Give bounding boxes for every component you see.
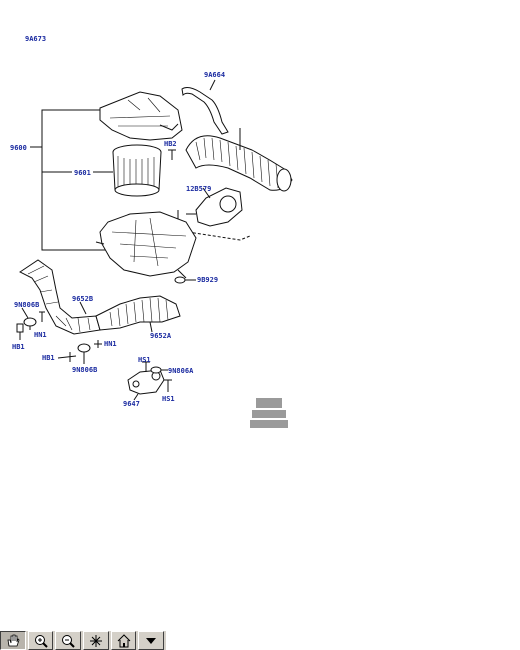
- nut-hn1-a: [39, 311, 45, 322]
- zoom-in-button[interactable]: [27, 631, 54, 650]
- zoom-in-icon: [34, 634, 48, 648]
- exploded-parts-diagram: 9A673: [10, 35, 293, 428]
- label-hn1-a: HN1: [34, 331, 47, 339]
- fit-view-button[interactable]: [83, 631, 109, 650]
- grommet-9n806a: [150, 366, 168, 374]
- grommet-9n806b-top: [21, 307, 37, 330]
- gray-block: [250, 398, 288, 428]
- filter-element-9601: [93, 144, 162, 197]
- label-9652a: 9652A: [150, 332, 172, 340]
- label-9601: 9601: [74, 169, 91, 177]
- label-9a664: 9A664: [204, 71, 225, 79]
- grommet-9n806b-bot: [77, 343, 91, 364]
- nut-hn1-b: [94, 340, 102, 348]
- label-9n806b-bot: 9N806B: [72, 366, 97, 374]
- zoom-out-button[interactable]: [55, 631, 82, 650]
- bracket-9600: [30, 109, 110, 251]
- resonator-12b579: [177, 187, 251, 241]
- bolt-hb1-top: [16, 323, 24, 340]
- label-hs1-bot: HS1: [162, 395, 175, 403]
- dropdown-button[interactable]: [138, 631, 165, 650]
- home-icon: [117, 633, 130, 647]
- air-cleaner-lower-box: [95, 211, 197, 284]
- label-9n806b-top: 9N806B: [14, 301, 39, 309]
- zoom-out-icon: [62, 634, 75, 648]
- label-hn1-b: HN1: [104, 340, 117, 348]
- label-9647: 9647: [123, 400, 140, 408]
- label-9n806a: 9N806A: [168, 367, 194, 375]
- label-hb2: HB2: [164, 140, 177, 148]
- screw-hs1-top: [142, 361, 150, 372]
- label-hb1-b: HB1: [42, 354, 55, 362]
- label-hs1-top: HS1: [138, 356, 151, 364]
- bolt-hb2: [168, 149, 176, 160]
- label-9652b: 9652B: [72, 295, 93, 303]
- screw-hs1-bot: [164, 379, 172, 392]
- label-12b579: 12B579: [186, 185, 211, 193]
- pan-button[interactable]: [0, 631, 26, 650]
- duct-9652a: [95, 295, 181, 333]
- hose-9a664: [181, 79, 229, 135]
- label-hb1-a: HB1: [12, 343, 25, 351]
- fit-view-icon: [89, 634, 102, 647]
- hand-pan-icon: [7, 634, 20, 646]
- dropdown-arrow-icon: [146, 637, 157, 644]
- bracket-9647: [127, 369, 165, 401]
- diagram-header-code: 9A673: [25, 35, 46, 43]
- home-button[interactable]: [110, 631, 137, 650]
- air-cleaner-cover: [99, 91, 183, 141]
- label-9600: 9600: [10, 144, 27, 152]
- viewer-toolbar: [0, 631, 166, 650]
- corrugated-intake-duct: [185, 128, 293, 192]
- label-9b929: 9B929: [197, 276, 218, 284]
- bolt-hb1-bot: [57, 352, 77, 362]
